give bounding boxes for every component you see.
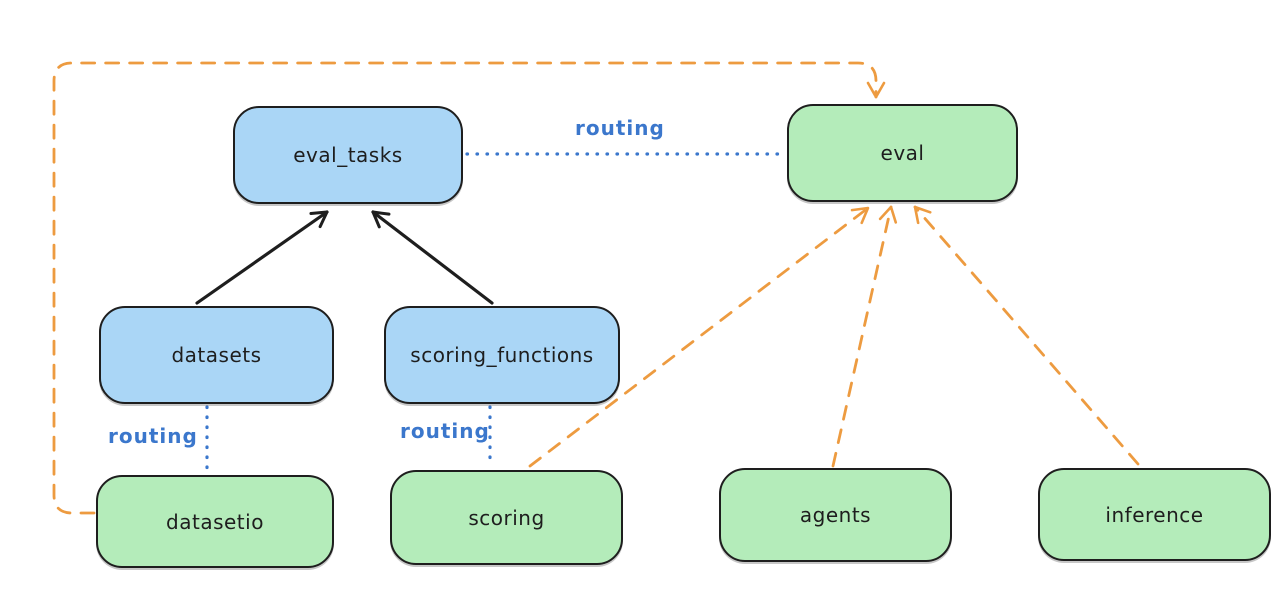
node-scoring-label: scoring: [468, 505, 545, 530]
node-eval-tasks-label: eval_tasks: [293, 143, 403, 167]
edge-inference-to-eval: [913, 205, 1140, 466]
edge-label-routing-datasets: routing: [108, 424, 198, 448]
node-scoring-functions: scoring_functions: [384, 306, 620, 404]
node-agents-label: agents: [799, 503, 872, 527]
node-eval-label: eval: [880, 141, 925, 165]
node-agents: agents: [719, 468, 952, 562]
node-datasetio-label: datasetio: [166, 509, 264, 534]
node-inference: inference: [1038, 468, 1271, 561]
node-datasets: datasets: [99, 306, 334, 404]
node-datasets-label: datasets: [171, 343, 262, 367]
edge-agents-to-eval: [831, 205, 898, 468]
edge-scoring-functions-to-eval-tasks: [371, 210, 494, 305]
edge-scoring-to-eval: [528, 206, 870, 468]
node-scoring-functions-label: scoring_functions: [410, 343, 594, 367]
node-datasetio: datasetio: [96, 475, 334, 568]
edge-datasets-to-eval-tasks: [195, 210, 329, 305]
node-eval-tasks: eval_tasks: [233, 106, 463, 204]
edge-label-routing-top: routing: [575, 116, 665, 140]
edge-label-routing-scoring: routing: [400, 419, 490, 443]
edge-datasetio-to-eval: [52, 61, 886, 515]
node-scoring: scoring: [390, 470, 623, 565]
node-eval: eval: [787, 104, 1018, 202]
node-inference-label: inference: [1105, 502, 1204, 527]
